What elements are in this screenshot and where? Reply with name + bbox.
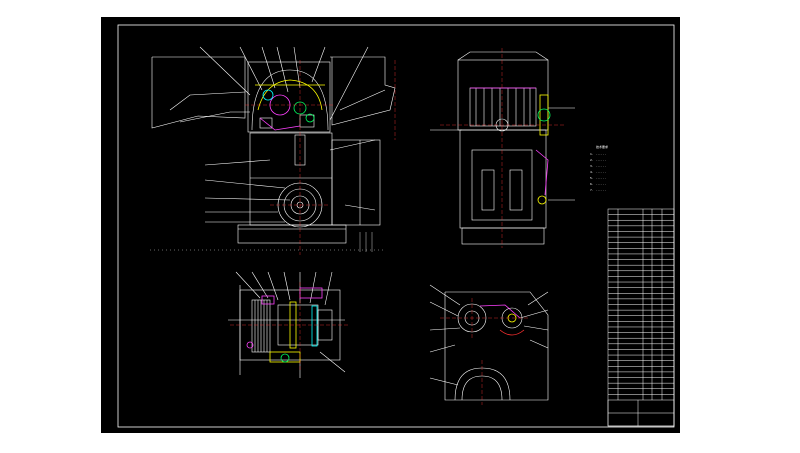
notes-line: 7. ...... [590,188,606,192]
notes-heading: 技术要求 [596,144,608,149]
notes-line: 2. ...... [590,158,606,162]
side-view-colored-parts [470,87,551,205]
notes-line: 5. ...... [590,176,606,180]
title-block [607,208,675,427]
front-view [151,46,396,244]
side-view-centerlines [440,48,565,248]
side-view [430,51,575,245]
section-view-centerlines [230,282,350,372]
front-view-dimensions [150,232,385,252]
notes-line: 6. ...... [590,182,606,186]
detail-view [429,284,549,401]
technical-notes: 技术要求 1. ...... 2. ...... 3. ...... 4. ..… [590,144,608,192]
drawing-sheet [101,17,680,433]
notes-line: 4. ...... [590,170,606,174]
notes-line: 3. ...... [590,164,606,168]
notes-line: 1. ...... [590,152,606,156]
detail-view-centerlines [440,298,530,405]
sheet-border [117,24,675,428]
front-view-centerlines [245,60,396,255]
parts-list-rows [608,214,674,395]
